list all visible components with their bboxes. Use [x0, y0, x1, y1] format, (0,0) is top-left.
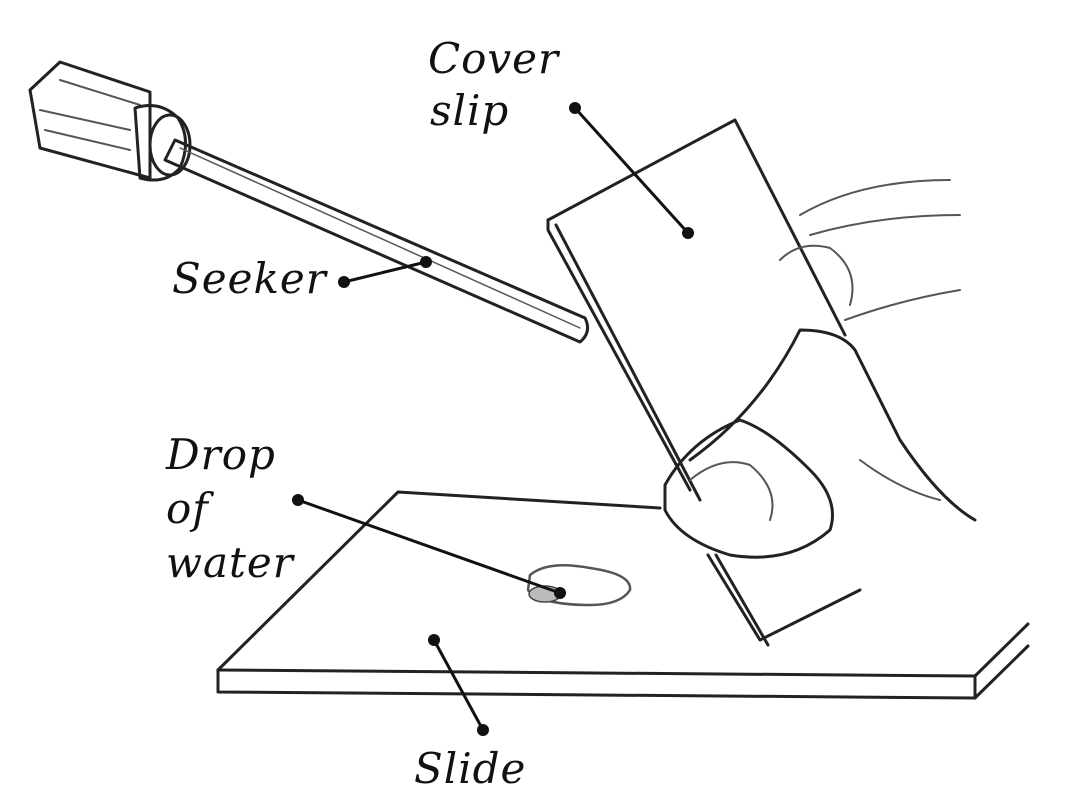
cover-slip-pointer — [569, 102, 694, 239]
slide-drawing — [216, 490, 1030, 700]
drop-label-line2: of — [166, 484, 209, 533]
seeker-pointer — [338, 256, 432, 288]
cover-slip-label-line1: Cover — [428, 34, 560, 83]
drop-label-line1: Drop — [166, 430, 276, 479]
cover-slip-label-line2: slip — [430, 86, 510, 135]
water-drop-drawing — [526, 563, 632, 607]
drop-label-line3: water — [166, 538, 294, 587]
slide-label: Slide — [414, 744, 527, 793]
slide-pointer — [428, 634, 489, 736]
drop-pointer — [292, 494, 566, 599]
cover-slip-drawing — [546, 118, 862, 647]
seeker-drawing — [28, 60, 590, 344]
hand-drawing — [663, 179, 977, 559]
seeker-label: Seeker — [172, 254, 327, 303]
